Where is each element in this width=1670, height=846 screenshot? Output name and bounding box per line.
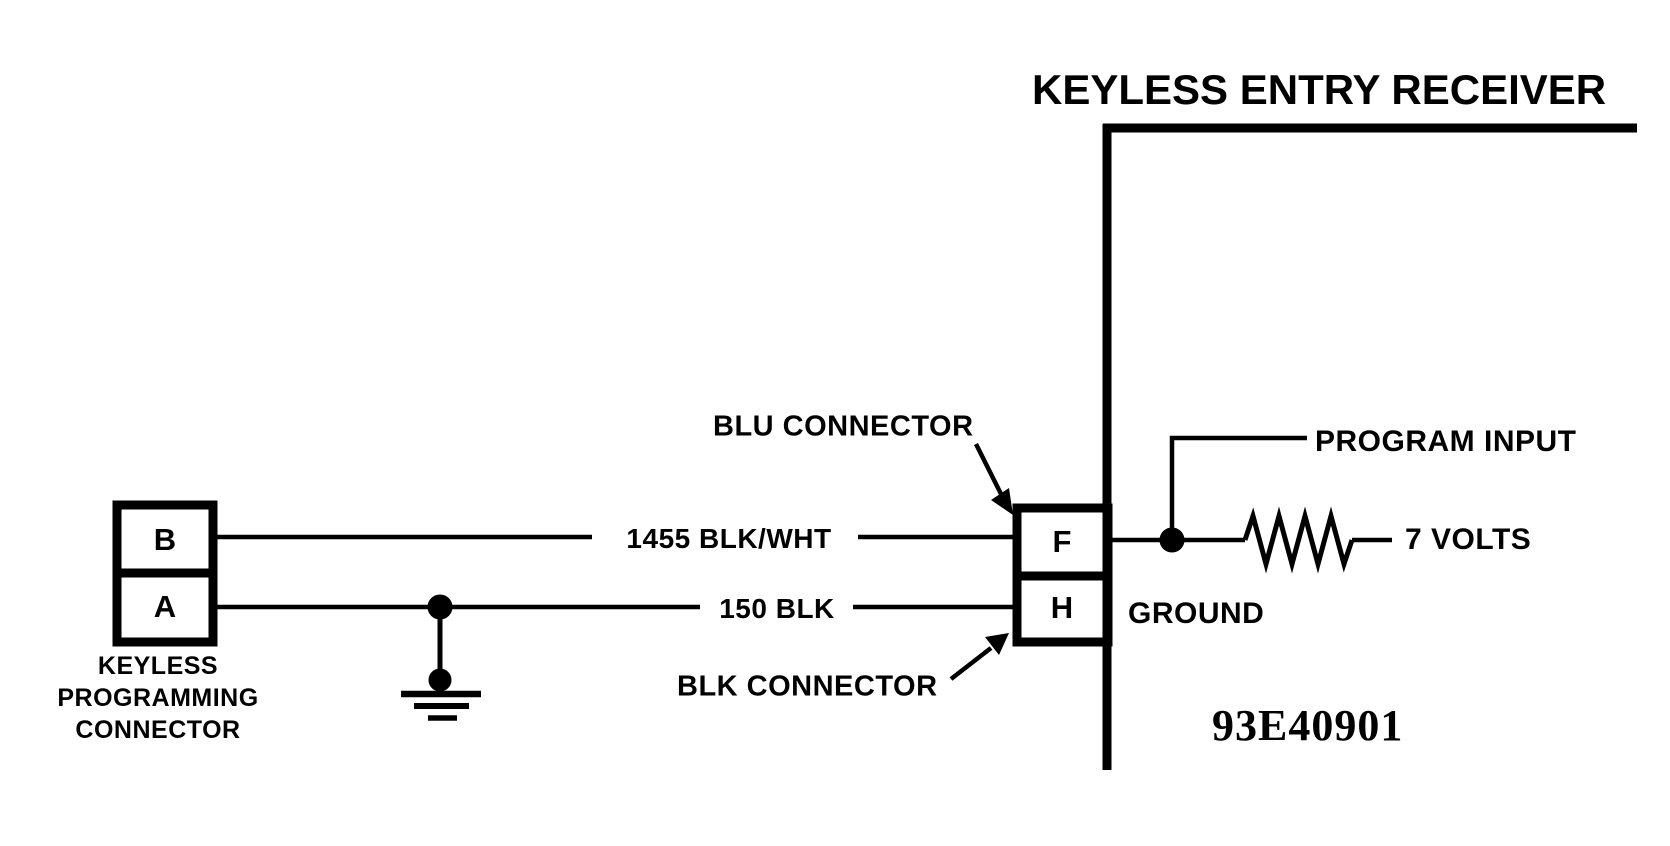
ground-symbol-icon <box>401 594 481 721</box>
blu-connector-arrow-icon <box>973 442 1013 515</box>
receiver-title: KEYLESS ENTRY RECEIVER <box>1032 66 1607 113</box>
blu-connector-callout: BLU CONNECTOR <box>713 410 974 443</box>
receiver-connector-box <box>1012 503 1113 647</box>
terminal-h: H <box>1050 590 1074 625</box>
programming-connector-box <box>112 500 218 647</box>
resistor-icon <box>1242 506 1355 574</box>
wire-label-1455: 1455 BLK/WHT <box>626 523 832 554</box>
program-input-stub-line <box>1169 435 1307 540</box>
program-input-label: PROGRAM INPUT <box>1315 425 1577 458</box>
terminal-a: A <box>153 589 177 624</box>
terminal-f: F <box>1052 524 1072 559</box>
part-number: 93E40901 <box>1212 701 1404 750</box>
programming-connector-label-line2: PROGRAMMING <box>57 684 259 712</box>
programming-connector-label-line1: KEYLESS <box>97 652 219 680</box>
wire-label-150: 150 BLK <box>719 593 835 624</box>
blk-connector-arrow-icon <box>949 633 1009 681</box>
programming-connector-label-line3: CONNECTOR <box>75 716 241 744</box>
terminal-b: B <box>153 522 177 557</box>
blk-connector-callout: BLK CONNECTOR <box>677 670 938 703</box>
programming-connector-label: KEYLESS PROGRAMMING CONNECTOR <box>57 650 258 746</box>
volts-label: 7 VOLTS <box>1405 523 1532 556</box>
ground-label: GROUND <box>1128 597 1265 630</box>
receiver-boundary-line <box>1102 123 1637 770</box>
